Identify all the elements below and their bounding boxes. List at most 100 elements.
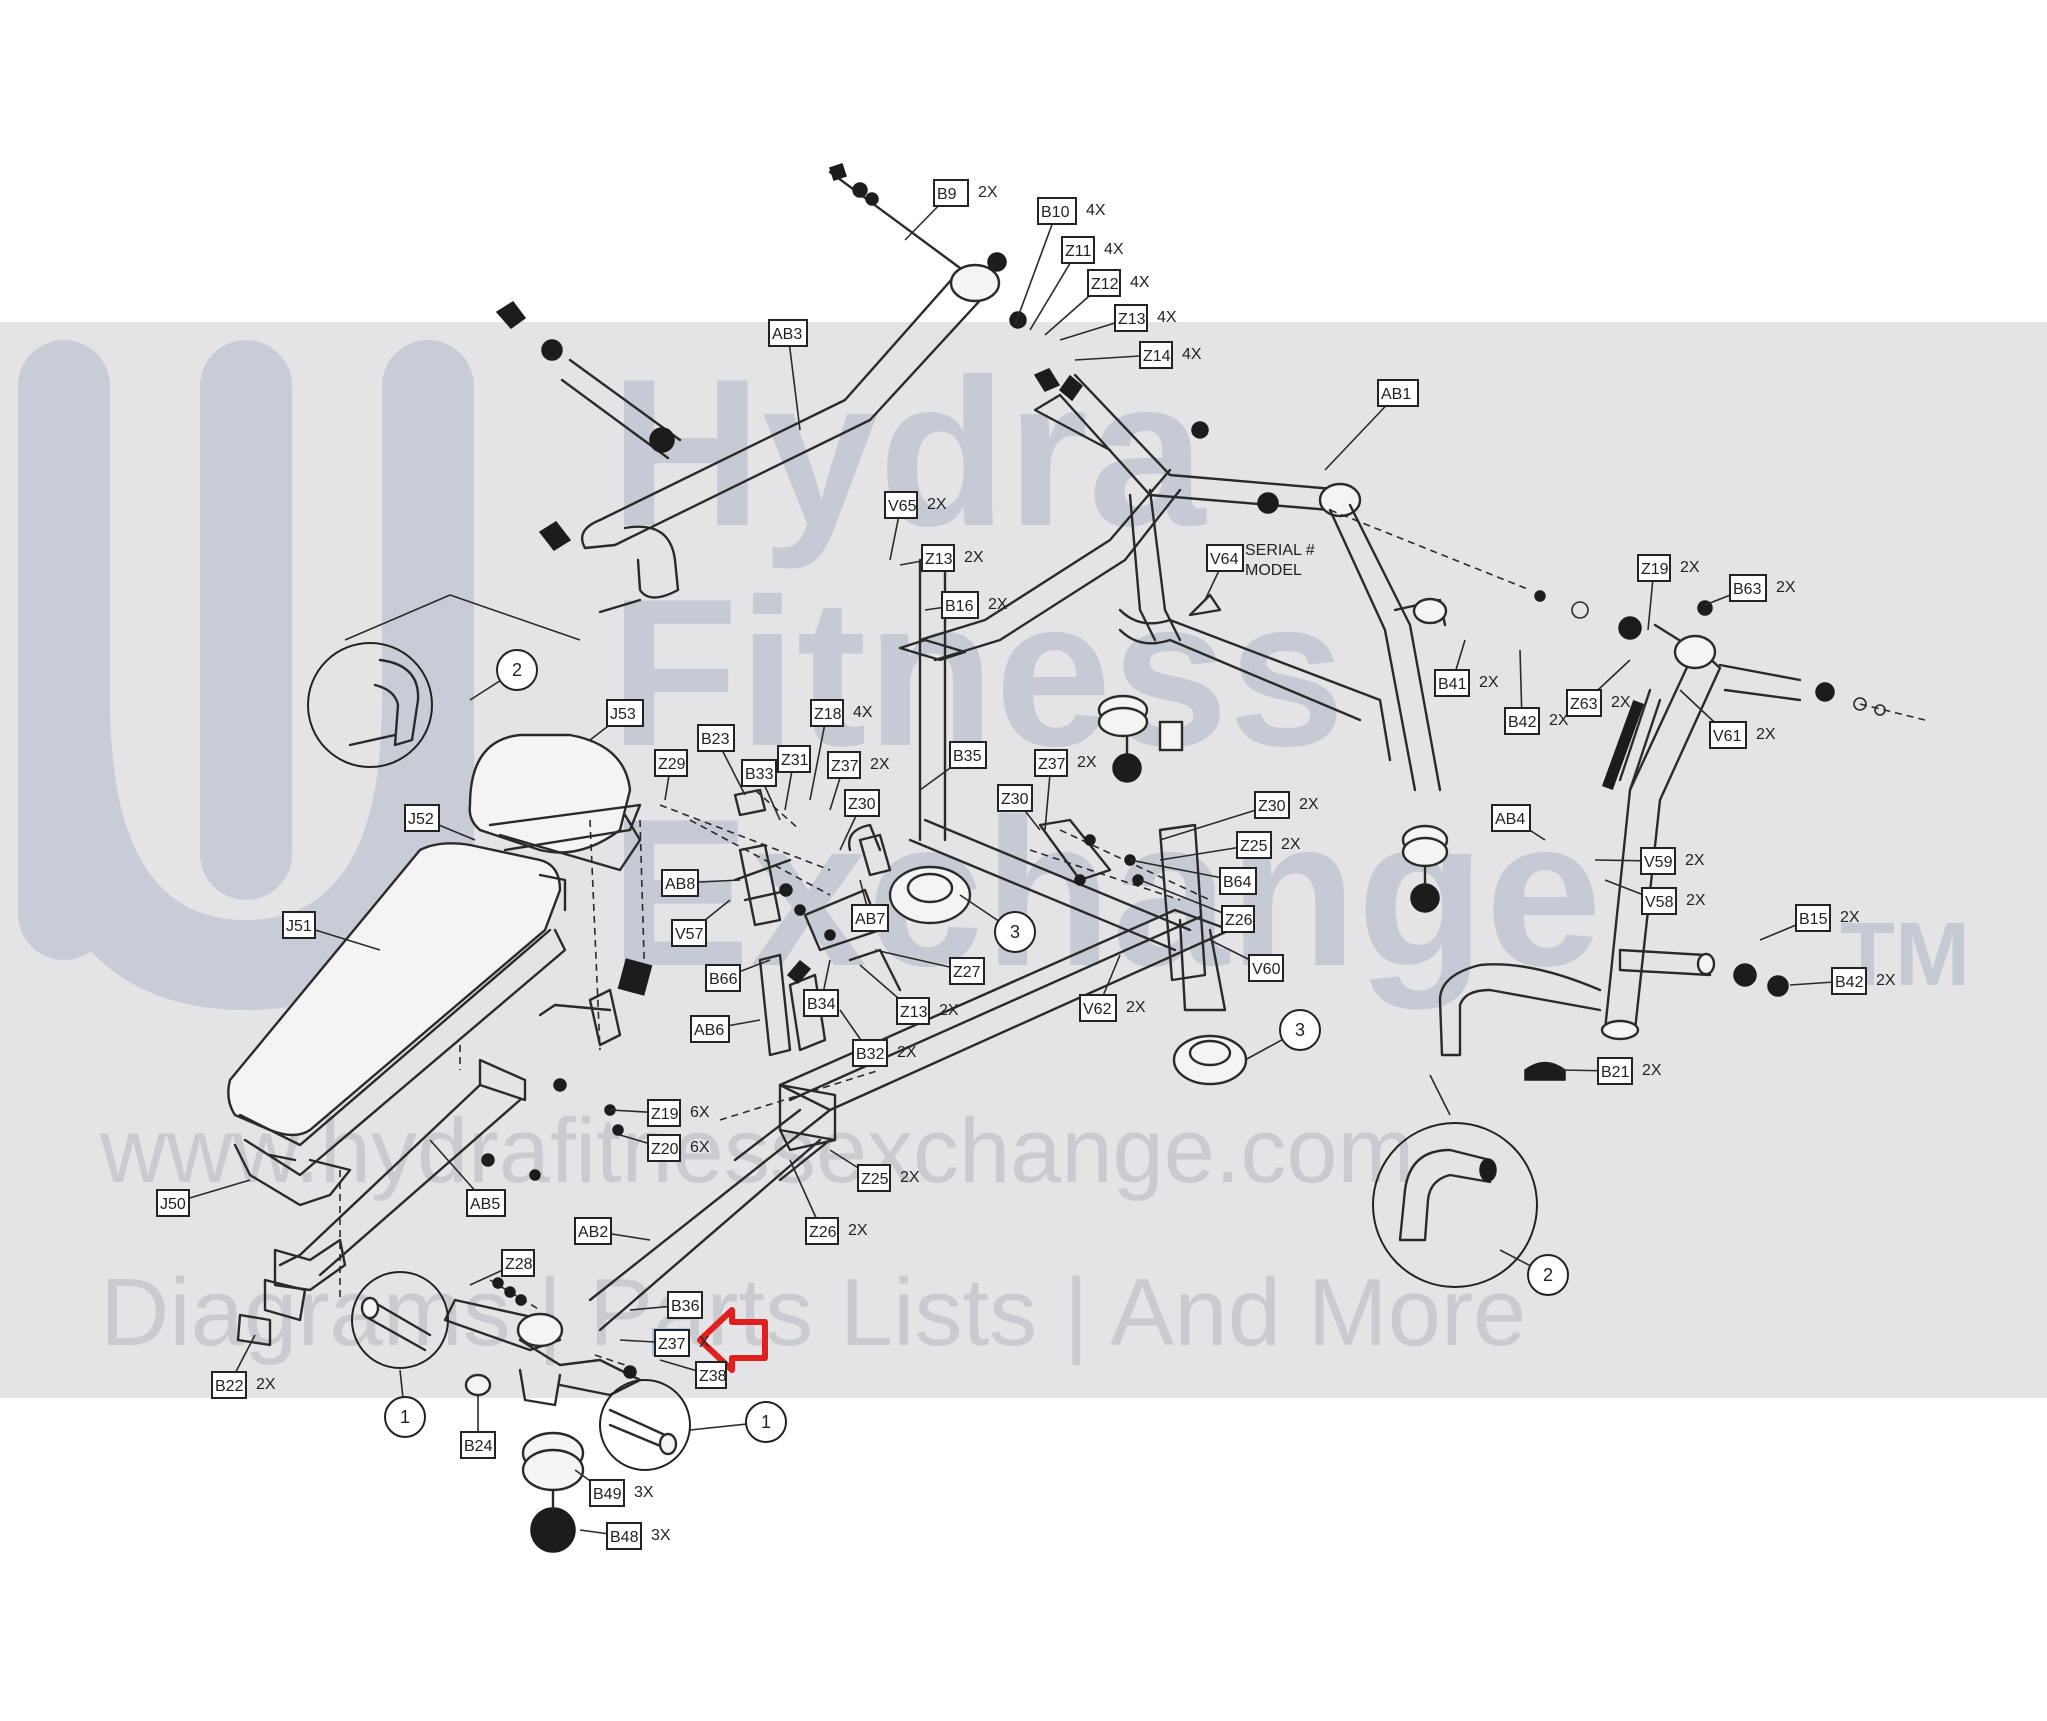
callout-id: V58 [1645,894,1674,911]
callout-box [896,997,930,1025]
callout-id: Z13 [925,551,953,568]
callout-id: Z37 [1038,756,1066,773]
callout-id: J52 [408,811,434,828]
callout-box [156,1189,190,1217]
callout-z27: Z27 [949,957,985,985]
callout-z30: Z30 [997,784,1033,812]
callout-qty: 4X [1182,346,1202,363]
callout-box [1236,831,1272,859]
callout-id: B36 [671,1298,700,1315]
callout-id: V57 [675,926,704,943]
callout-box [1729,574,1767,602]
callout-box [501,1249,535,1277]
callout-box [282,911,316,939]
callout-box [949,957,985,985]
callout-qty: 6X [690,1104,710,1121]
callout-box [884,491,918,519]
callout-ab1: AB1 [1377,379,1419,407]
callout-v58: V58 2X [1641,887,1706,915]
callout-box [1219,867,1257,895]
frame-ab1 [918,368,1448,792]
callout-box [997,784,1033,812]
callout-id: B24 [464,1438,493,1455]
callout-box [777,745,811,773]
callout-id: Z13 [1118,311,1146,328]
callout-id: Z37 [831,758,859,775]
callout-box [466,1189,506,1217]
callout-qty: 2X [1876,972,1896,989]
callout-box [1504,707,1540,735]
callout-j50: J50 [156,1189,190,1217]
callout-qty: 3X [634,1484,654,1501]
callout-id: Z63 [1570,696,1598,713]
callout-ab8: AB8 [661,869,699,897]
detail-marker-number: 3 [1010,922,1020,942]
callout-id: Z28 [505,1256,533,1273]
callout-ab7: AB7 [851,904,889,932]
callout-box [1434,669,1470,697]
callout-ab4: AB4 [1491,804,1531,832]
callout-id: Z26 [809,1224,837,1241]
callout-id: B48 [610,1529,639,1546]
callout-box [661,869,699,897]
callout-box [1087,269,1121,297]
callout-id: Z27 [953,964,981,981]
detail-marker-ring [994,911,1036,953]
callout-box [1831,967,1867,995]
callout-id: AB8 [665,876,695,893]
callout-box [1566,689,1602,717]
callout-id: B16 [945,598,974,615]
detail-2-left-ring [307,642,433,768]
callout-qty: 2X [1776,579,1796,596]
callout-qty: 2X [978,184,998,201]
detail-marker-ring [1279,1009,1321,1051]
callout-z26: Z26 [1221,905,1255,933]
callout-id: B41 [1438,676,1467,693]
callout-z30: Z30 [844,789,880,817]
callout-z31: Z31 [777,745,811,773]
callout-z29: Z29 [654,749,688,777]
callout-box [933,179,969,207]
callout-id: B64 [1223,874,1252,891]
line-art [227,163,1926,1553]
callout-qty: 2X [1686,892,1706,909]
callout-box [1597,1057,1633,1085]
callout-qty: 2X [1756,726,1776,743]
callout-box [695,1361,727,1389]
frame-ab4 [1329,509,1926,1081]
callout-box [941,591,979,619]
detail-marker-ring [496,649,538,691]
callout-id: B21 [1601,1064,1630,1081]
callout-box [741,759,777,787]
callout-id: Z11 [1065,243,1091,260]
callout-box [654,749,688,777]
detail-marker-ring [384,1396,426,1438]
callout-id: J51 [286,918,312,935]
detail-marker-number: 3 [1295,1020,1305,1040]
callout-box [1206,544,1244,572]
bench [227,733,653,1347]
detail-2-right-ring [1372,1122,1538,1288]
callout-id: Z12 [1091,276,1119,293]
callout-qty: 2X [1281,836,1301,853]
watermark-tagline: Diagrams | Parts Lists | And More [100,1259,1526,1366]
detail-3-upper-cup [888,865,972,925]
callout-box [949,741,987,769]
callout-id: Z38 [699,1368,727,1385]
